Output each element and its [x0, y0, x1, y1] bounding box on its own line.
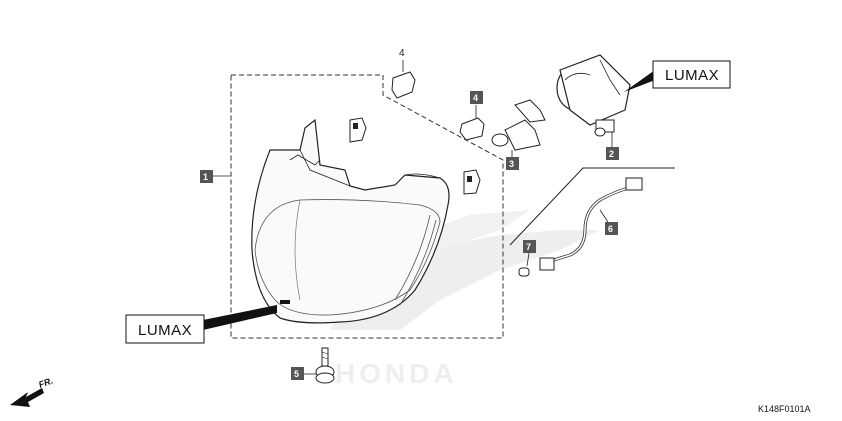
- callout-6: 6: [608, 224, 613, 234]
- callout-box-6: [605, 222, 618, 235]
- callout-4-boxed: 4: [473, 93, 478, 103]
- clip-right: [463, 169, 481, 195]
- front-direction-label: FR.: [37, 376, 54, 390]
- bulb-part: [491, 99, 546, 157]
- watermark-text: HONDA: [335, 358, 458, 389]
- lumax-bottom-label: LUMAX: [138, 322, 192, 339]
- lumax-top-box: [652, 60, 731, 89]
- screw-part: [304, 347, 335, 384]
- callout-4-top: 4: [399, 48, 405, 59]
- lumax-bottom-pointer: [203, 305, 277, 330]
- clip-boxed-part: [459, 105, 485, 141]
- lumax-top-label: LUMAX: [665, 67, 719, 84]
- front-direction-arrow: [10, 388, 44, 407]
- clip-top-part: [391, 60, 416, 99]
- lumax-top-pointer: [624, 70, 655, 92]
- lumax-bottom-box: [125, 314, 205, 344]
- subassembly-guide: [509, 167, 675, 246]
- position-socket-part: [539, 177, 643, 271]
- assembly-boundary: [230, 74, 504, 339]
- callout-box-1: [200, 170, 213, 183]
- lumax-mark-strip: [280, 300, 290, 304]
- callout-5: 5: [294, 369, 299, 379]
- callout-3: 3: [509, 159, 514, 169]
- callout-box-5: [291, 367, 304, 380]
- callout-7: 7: [526, 242, 531, 252]
- callout-box-3: [506, 157, 519, 170]
- callout-1: 1: [203, 172, 208, 182]
- callout-box-4: [470, 91, 483, 104]
- drawing-code: K148F0101A: [758, 404, 811, 414]
- callout-box-2: [606, 147, 619, 160]
- clip-left: [349, 117, 367, 143]
- bulb-socket-part: [556, 54, 631, 147]
- callout-box-7: [523, 240, 536, 253]
- headlight-unit: [251, 118, 450, 324]
- callout-2: 2: [609, 149, 614, 159]
- position-bulb-part: [518, 252, 530, 277]
